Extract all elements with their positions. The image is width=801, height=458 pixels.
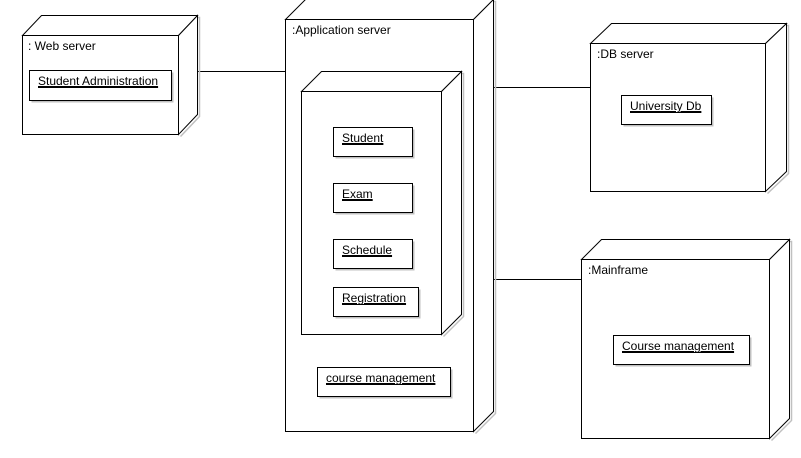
inner-node-top-face — [300, 71, 463, 92]
component-label: Student Administration — [38, 74, 158, 88]
component-box[interactable] — [333, 127, 413, 157]
component-university-db[interactable]: University Db — [621, 95, 714, 127]
connections — [197, 71, 590, 280]
component-label: University Db — [630, 99, 702, 113]
component-label: Schedule — [342, 243, 392, 257]
component-student-administration[interactable]: Student Administration — [29, 70, 174, 103]
component-label: Exam — [342, 187, 373, 201]
component-box[interactable] — [29, 70, 172, 101]
node-app-top-face — [284, 0, 494, 20]
component-box[interactable] — [333, 287, 419, 317]
node-label: :Mainframe — [588, 263, 648, 277]
component-course-management[interactable]: Course management — [613, 335, 752, 367]
component-label: course management — [326, 371, 436, 385]
node-web-side-face — [178, 14, 198, 136]
component-exam[interactable]: Exam — [333, 183, 415, 215]
node-label: :DB server — [597, 47, 654, 61]
component-registration[interactable]: Registration — [333, 287, 421, 319]
component-box[interactable] — [333, 239, 413, 269]
component-label: Registration — [342, 291, 406, 305]
node-mainframe-top-face — [580, 239, 791, 260]
component-box[interactable] — [621, 95, 712, 125]
component-box[interactable] — [317, 367, 451, 397]
node-app[interactable]: :Application serverStudentExamScheduleRe… — [284, 0, 497, 435]
node-web-top-face — [21, 15, 199, 36]
node-db-top-face — [589, 23, 788, 44]
component-label: Student — [342, 131, 384, 145]
component-student[interactable]: Student — [333, 127, 415, 159]
component-course-management[interactable]: course management — [317, 367, 453, 399]
component-schedule[interactable]: Schedule — [333, 239, 415, 271]
node-label: :Application server — [292, 23, 391, 37]
component-box[interactable] — [613, 335, 750, 365]
node-db-side-face — [765, 22, 787, 193]
node-label: : Web server — [28, 39, 96, 53]
component-label: Course management — [622, 339, 735, 353]
inner-node-side-face — [441, 70, 462, 336]
node-mainframe-side-face — [769, 238, 790, 440]
node-app-side-face — [473, 0, 494, 433]
component-box[interactable] — [333, 183, 413, 213]
